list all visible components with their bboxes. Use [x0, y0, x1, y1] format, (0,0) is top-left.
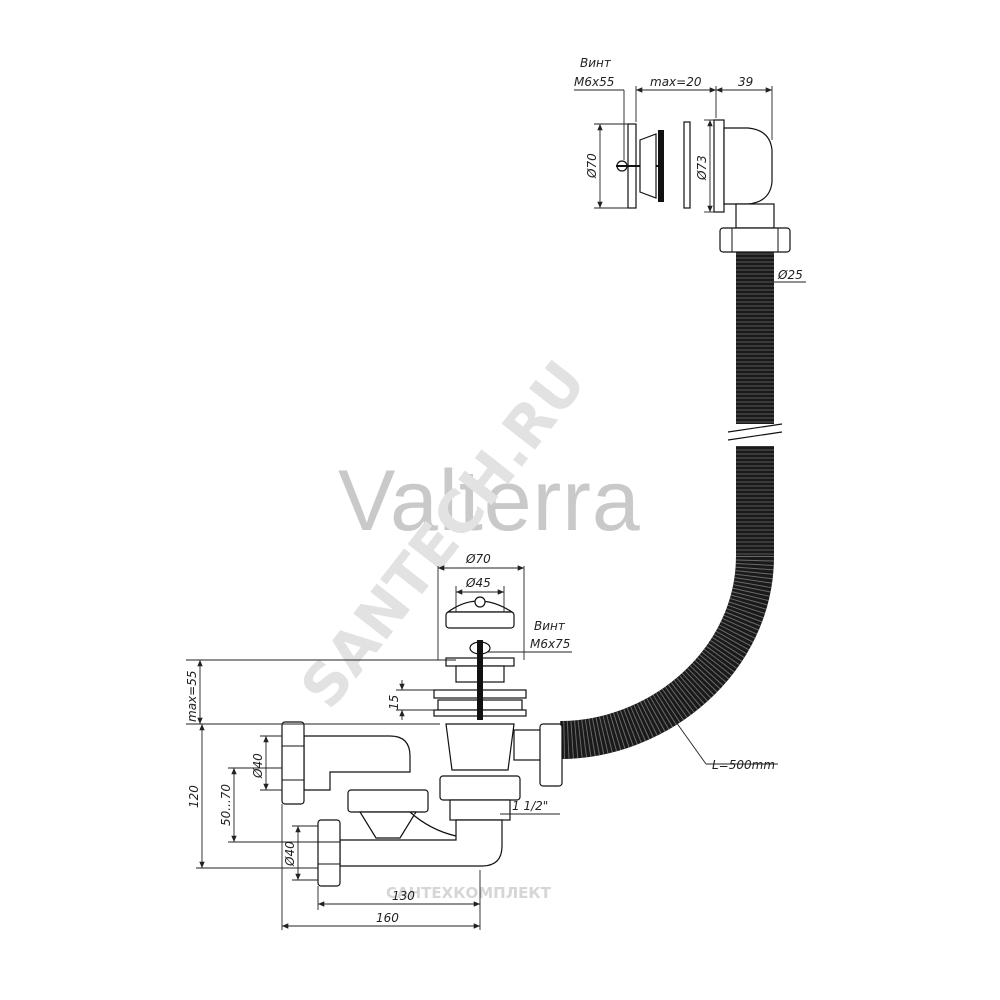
label-hose-length: L=500mm: [712, 758, 775, 772]
overflow-cone: [639, 133, 657, 199]
label-screw-bottom-word: Винт: [534, 619, 566, 633]
drain-neck: [449, 799, 511, 821]
label-dim130: 130: [392, 889, 415, 903]
label-d25: Ø25: [777, 268, 803, 282]
label-d70-bottom: Ø70: [465, 552, 491, 566]
label-dim15: 15: [387, 695, 401, 710]
side-outlet-nut: [539, 723, 563, 787]
bottom-watermark: САНТЕХКОМПЛЕКТ: [386, 884, 552, 902]
overflow-flange: [713, 119, 725, 213]
label-d70-top: Ø70: [585, 153, 599, 179]
brand-watermark: Valterra: [338, 453, 641, 549]
corrugated-hose: [559, 252, 783, 759]
label-d40-lower: Ø40: [283, 841, 297, 867]
label-max55: max=55: [185, 671, 199, 722]
label-d73: Ø73: [695, 155, 709, 181]
drain-assembly: [281, 596, 563, 887]
hose-bend: [559, 555, 774, 759]
label-screw-top-word: Винт: [580, 56, 612, 70]
label-d45: Ø45: [465, 576, 491, 590]
hose-upper-section: [736, 252, 774, 424]
drain-body: [445, 723, 515, 771]
outlet-nut-upper: [281, 721, 305, 805]
overflow-union-nut: [719, 227, 791, 253]
dimension-lines: [186, 86, 806, 930]
label-thread: 1 1/2": [512, 799, 548, 813]
label-dim39: 39: [738, 75, 753, 89]
hose-break-mark: [727, 423, 783, 433]
overflow-housing: [723, 127, 773, 205]
label-d40-upper: Ø40: [251, 753, 265, 779]
overflow-elbow-neck: [735, 203, 775, 229]
label-dim160: 160: [376, 911, 399, 925]
siphon-bottom-pipe: [339, 819, 503, 867]
hose-lower-section: [736, 446, 774, 556]
dimension-labels: Винт M6x55 max=20 39 Ø70 Ø73 Ø25 Ø70 Ø45…: [185, 56, 803, 925]
label-screw-top-size: M6x55: [574, 75, 614, 89]
label-dim50-70: 50...70: [219, 784, 233, 826]
trap-nut: [347, 789, 429, 813]
overflow-nut: [658, 130, 664, 202]
overflow-gasket: [683, 121, 691, 209]
overflow-assembly: [616, 119, 791, 253]
drain-plug-base: [445, 611, 515, 629]
label-dim120: 120: [187, 785, 201, 808]
label-screw-bottom-size: M6x75: [530, 637, 570, 651]
drain-body-nut: [439, 775, 521, 801]
label-max20: max=20: [650, 75, 702, 89]
trap-cone: [358, 811, 418, 839]
drain-screw: [477, 640, 483, 720]
trap-connector: [409, 811, 457, 837]
upper-bypass-pipe: [303, 735, 411, 791]
outlet-nut-lower: [317, 819, 341, 887]
